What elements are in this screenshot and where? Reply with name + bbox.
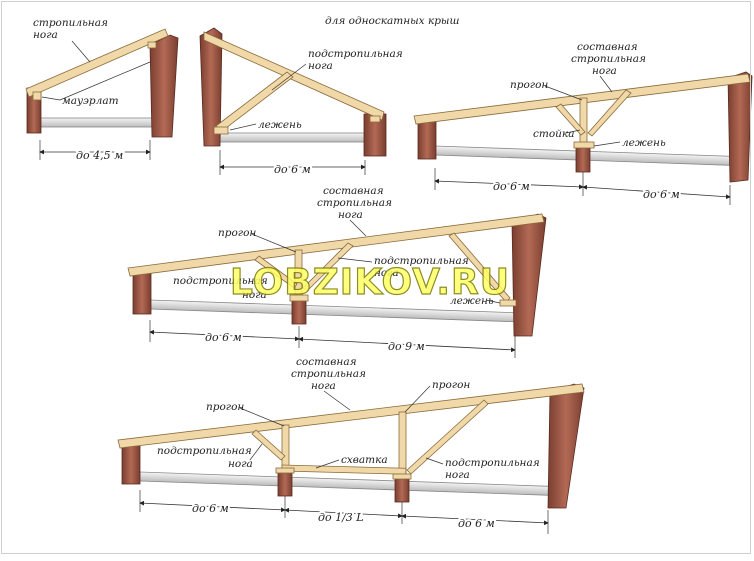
mauerlat (32, 91, 42, 101)
sill (213, 126, 229, 135)
leader (239, 407, 285, 427)
diagram-2: подстропильная нога лежень до 6 м (199, 27, 403, 178)
strut-left (555, 103, 586, 136)
label-composite-3: нога (338, 209, 363, 221)
label-composite-3: нога (311, 380, 336, 392)
strut-mid (302, 242, 354, 292)
label-sub-rafter-1: подстропильная (308, 48, 403, 60)
leader (337, 257, 373, 263)
composite-rafter (117, 383, 585, 449)
strut-right (587, 89, 632, 137)
label-purlin-left: прогон (206, 401, 244, 413)
sill-left (275, 467, 295, 474)
dim-line (582, 184, 731, 200)
label-mauerlat: мауэрлат (62, 95, 119, 107)
label-composite-1: составная (323, 185, 384, 197)
left-wall (199, 27, 223, 147)
diagram-4: составная стропильная нога прогон подстр… (127, 185, 547, 358)
leader (229, 123, 257, 131)
diagram-3: составная стропильная нога прогон стойка… (413, 41, 753, 205)
label-tie: схватка (341, 454, 388, 466)
rafter (25, 28, 169, 98)
leader-rafter (71, 40, 91, 63)
label-sub-right-2: нога (445, 469, 470, 481)
label-purlin-right: прогон (432, 379, 470, 391)
label-composite-2: стропильная (317, 197, 392, 209)
label-purlin: прогон (510, 79, 548, 91)
label-composite-2: стропильная (571, 53, 646, 65)
label-rafter-1: стропильная (33, 17, 108, 29)
strut-left (251, 429, 286, 461)
diagram-5: составная стропильная нога прогон прогон… (117, 356, 585, 534)
dim-line (139, 500, 286, 513)
label-composite-1: составная (296, 356, 357, 368)
span-label: до 4,5 м (76, 149, 123, 162)
label-composite-1: составная (577, 41, 638, 53)
strut-left (254, 255, 298, 289)
leader (565, 129, 581, 134)
span-left: до 6 м (205, 331, 242, 344)
label-rafter-2: нога (33, 29, 58, 41)
sill (289, 294, 309, 302)
label-sub-rafter-mid-1: подстропильная (374, 255, 469, 267)
span-left: до 6 м (192, 502, 229, 515)
span-mid: до 1/3 L (318, 511, 364, 524)
label-sub-right-1: подстропильная (445, 457, 540, 469)
label-sub-left-1: подстропильная (157, 445, 252, 457)
span-right: до 6 м (643, 188, 680, 201)
label-sill: лежень (622, 137, 666, 149)
top-plate (147, 41, 157, 49)
label-sub-rafter-left-2: нога (242, 289, 267, 301)
leader (425, 457, 444, 465)
leader-mauerlat-2 (59, 61, 151, 101)
strut-right (406, 399, 489, 475)
leader (404, 385, 431, 413)
span-right: до 9 м (388, 340, 425, 353)
sill-right (392, 473, 412, 480)
leader (485, 299, 501, 304)
watermark: LOBZIKOV.RU (230, 262, 510, 303)
label-sub-left-2: нога (228, 458, 253, 470)
span-label: до 6 м (274, 163, 311, 176)
top-plate (369, 115, 381, 123)
span-right: до 6 м (458, 517, 495, 530)
leader (599, 75, 613, 93)
leader (271, 63, 307, 91)
diagram-1: стропильная нога мауэрлат до 4,5 м (25, 17, 179, 164)
dim-line (284, 507, 403, 519)
label-sub-rafter-mid-2: нога (374, 267, 399, 279)
leader (315, 459, 340, 469)
strut-right (448, 232, 511, 303)
label-sill: лежень (450, 295, 494, 307)
rafter (203, 31, 385, 121)
dim-line (149, 329, 300, 342)
leader (593, 141, 621, 147)
label-post: стойка (533, 128, 574, 140)
leader (323, 390, 351, 411)
caption-text: для односкатных крыш (325, 15, 459, 27)
label-sill: лежень (258, 119, 302, 131)
span-left: до 6 м (493, 180, 530, 193)
dim-line (298, 336, 516, 353)
dim-line (434, 178, 584, 190)
leader (544, 85, 583, 101)
leader (349, 219, 367, 237)
label-sub-rafter-2: нога (308, 60, 333, 72)
sill (573, 141, 595, 149)
leader (251, 233, 297, 253)
leader (249, 443, 263, 461)
label-composite-3: нога (592, 65, 617, 77)
label-purlin: прогон (218, 227, 256, 239)
label-composite-2: стропильная (291, 368, 366, 380)
label-sub-rafter-left-1: подстропильная (173, 275, 268, 287)
leader-mauerlat (41, 96, 61, 101)
dim-line (401, 513, 549, 526)
composite-rafter (127, 213, 545, 277)
